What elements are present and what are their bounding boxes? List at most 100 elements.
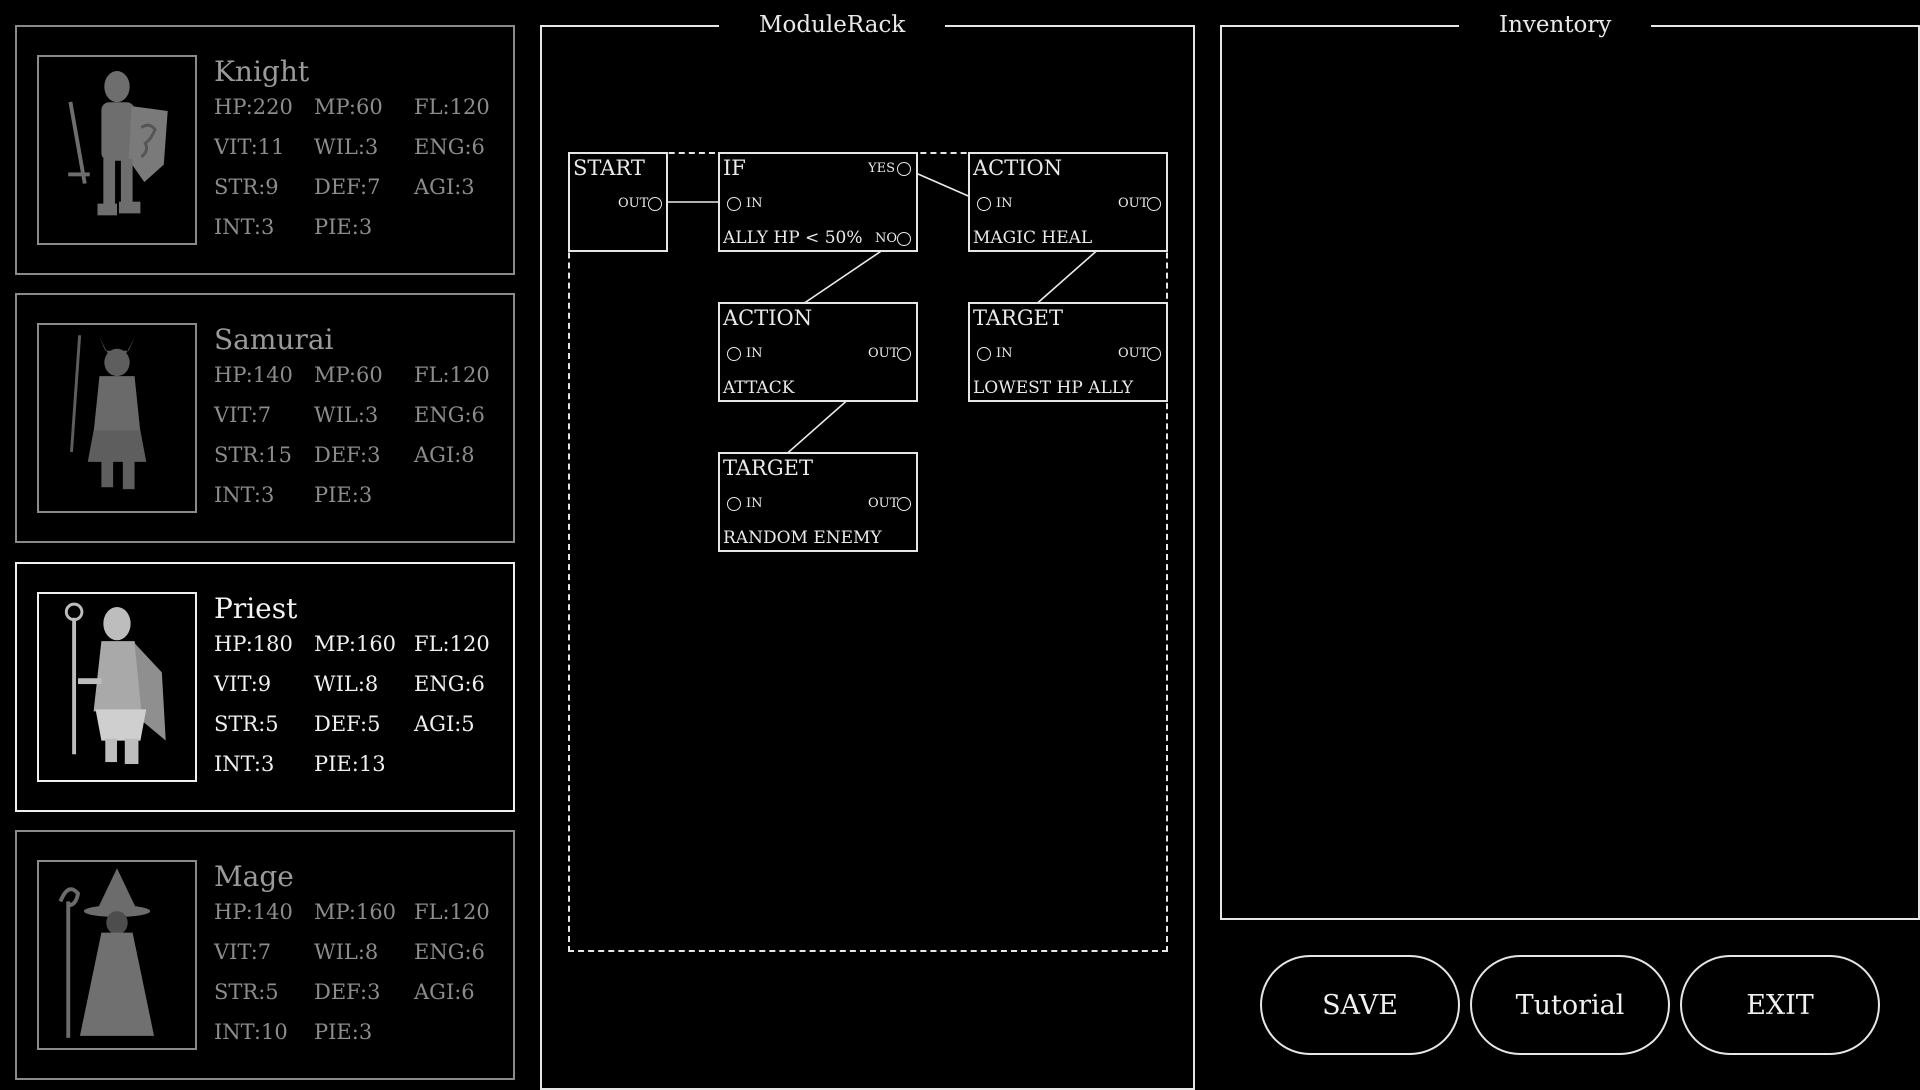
- character-card-samurai[interactable]: Samurai HP:140 MP:60 FL:120 VIT:7 WIL:3 …: [15, 293, 515, 543]
- stat-def: DEF:5: [314, 712, 381, 736]
- stat-mp: MP:160: [314, 900, 397, 924]
- node-title: IF: [723, 156, 746, 180]
- stat-mp: MP:60: [314, 95, 383, 119]
- node-title: TARGET: [973, 306, 1063, 330]
- character-name: Samurai: [214, 323, 334, 356]
- inventory-title: Inventory: [1459, 12, 1652, 38]
- stat-fl: FL:120: [414, 632, 490, 656]
- character-portrait: [37, 55, 197, 245]
- stat-agi: AGI:6: [414, 980, 475, 1004]
- stat-wil: WIL:3: [314, 135, 379, 159]
- port-in[interactable]: [727, 197, 741, 211]
- character-card-mage[interactable]: Mage HP:140 MP:160 FL:120 VIT:7 WIL:8 EN…: [15, 830, 515, 1080]
- stat-hp: HP:140: [214, 900, 293, 924]
- inventory-panel[interactable]: Inventory: [1220, 12, 1920, 920]
- node-title: ACTION: [973, 156, 1063, 180]
- save-button[interactable]: SAVE: [1260, 955, 1460, 1055]
- character-card-knight[interactable]: Knight HP:220 MP:60 FL:120 VIT:11 WIL:3 …: [15, 25, 515, 275]
- stat-eng: ENG:6: [414, 940, 485, 964]
- port-label-no: NO: [875, 231, 898, 246]
- stat-hp: HP:140: [214, 363, 293, 387]
- port-label-in: IN: [746, 496, 763, 511]
- node-value: MAGIC HEAL: [973, 228, 1093, 248]
- character-portrait: [37, 860, 197, 1050]
- stat-wil: WIL:3: [314, 403, 379, 427]
- port-label-out: OUT: [868, 346, 899, 361]
- port-label-out: OUT: [1118, 346, 1149, 361]
- character-card-priest[interactable]: Priest HP:180 MP:160 FL:120 VIT:9 WIL:8 …: [15, 562, 515, 812]
- node-value: ALLY HP < 50%: [723, 228, 863, 248]
- stat-agi: AGI:8: [414, 443, 475, 467]
- stat-vit: VIT:11: [214, 135, 285, 159]
- character-portrait: [37, 592, 197, 782]
- stat-mp: MP:160: [314, 632, 397, 656]
- stat-pie: PIE:3: [314, 215, 373, 239]
- stat-agi: AGI:5: [414, 712, 475, 736]
- port-in[interactable]: [977, 347, 991, 361]
- port-out[interactable]: [897, 497, 911, 511]
- port-out[interactable]: [1147, 197, 1161, 211]
- stat-wil: WIL:8: [314, 940, 379, 964]
- tutorial-button[interactable]: Tutorial: [1470, 955, 1670, 1055]
- stat-int: INT:10: [214, 1020, 288, 1044]
- port-in[interactable]: [727, 347, 741, 361]
- port-in[interactable]: [977, 197, 991, 211]
- port-label-out: OUT: [868, 496, 899, 511]
- stat-def: DEF:3: [314, 980, 381, 1004]
- node-target-ally[interactable]: TARGET IN OUT LOWEST HP ALLY: [968, 302, 1168, 402]
- node-action-heal[interactable]: ACTION IN OUT MAGIC HEAL: [968, 152, 1168, 252]
- stat-vit: VIT:9: [214, 672, 272, 696]
- character-name: Mage: [214, 860, 294, 893]
- character-name: Priest: [214, 592, 298, 625]
- exit-button[interactable]: EXIT: [1680, 955, 1880, 1055]
- stat-fl: FL:120: [414, 363, 490, 387]
- stat-wil: WIL:8: [314, 672, 379, 696]
- port-label-in: IN: [996, 196, 1013, 211]
- stat-str: STR:5: [214, 980, 279, 1004]
- stat-eng: ENG:6: [414, 135, 485, 159]
- stat-vit: VIT:7: [214, 403, 272, 427]
- port-label-yes: YES: [868, 161, 895, 176]
- stat-pie: PIE:3: [314, 483, 373, 507]
- port-label-in: IN: [746, 346, 763, 361]
- stat-pie: PIE:13: [314, 752, 386, 776]
- port-label-in: IN: [746, 196, 763, 211]
- port-in[interactable]: [727, 497, 741, 511]
- stat-fl: FL:120: [414, 900, 490, 924]
- module-rack-title: ModuleRack: [719, 12, 946, 38]
- stat-vit: VIT:7: [214, 940, 272, 964]
- port-out[interactable]: [1147, 347, 1161, 361]
- stat-def: DEF:3: [314, 443, 381, 467]
- node-title: TARGET: [723, 456, 813, 480]
- port-out[interactable]: [648, 197, 662, 211]
- stat-int: INT:3: [214, 483, 275, 507]
- module-rack-area[interactable]: [568, 152, 1168, 952]
- port-label-in: IN: [996, 346, 1013, 361]
- port-out[interactable]: [897, 347, 911, 361]
- node-if[interactable]: IF IN YES NO ALLY HP < 50%: [718, 152, 918, 252]
- node-start[interactable]: START OUT: [568, 152, 668, 252]
- node-action-attack[interactable]: ACTION IN OUT ATTACK: [718, 302, 918, 402]
- stat-str: STR:5: [214, 712, 279, 736]
- port-yes[interactable]: [897, 162, 911, 176]
- stat-str: STR:9: [214, 175, 279, 199]
- port-no[interactable]: [897, 232, 911, 246]
- stat-hp: HP:220: [214, 95, 293, 119]
- stat-int: INT:3: [214, 215, 275, 239]
- character-portrait: [37, 323, 197, 513]
- stat-hp: HP:180: [214, 632, 293, 656]
- node-target-enemy[interactable]: TARGET IN OUT RANDOM ENEMY: [718, 452, 918, 552]
- stat-fl: FL:120: [414, 95, 490, 119]
- stat-int: INT:3: [214, 752, 275, 776]
- node-value: RANDOM ENEMY: [723, 528, 882, 548]
- stat-mp: MP:60: [314, 363, 383, 387]
- stat-eng: ENG:6: [414, 403, 485, 427]
- port-label-out: OUT: [618, 196, 649, 211]
- stat-eng: ENG:6: [414, 672, 485, 696]
- port-label-out: OUT: [1118, 196, 1149, 211]
- stat-def: DEF:7: [314, 175, 381, 199]
- node-value: ATTACK: [723, 378, 795, 398]
- node-value: LOWEST HP ALLY: [973, 378, 1134, 398]
- stat-agi: AGI:3: [414, 175, 475, 199]
- stat-str: STR:15: [214, 443, 293, 467]
